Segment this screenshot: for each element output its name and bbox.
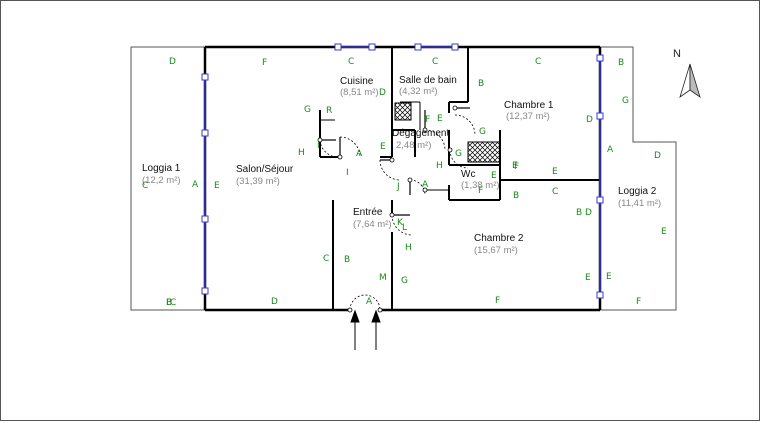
wall-letter: E — [661, 227, 667, 237]
wall-letter: C — [323, 254, 329, 264]
wall-letter: D — [654, 151, 661, 161]
wall-letter: H — [298, 148, 305, 158]
wall-letter: D — [169, 57, 176, 67]
room-area-chambre-1: (12,37 m²) — [506, 111, 550, 122]
room-name-wc: Wc — [461, 169, 475, 180]
wall-letter: D — [585, 208, 592, 218]
hinge-dots — [317, 105, 458, 313]
wall-letter: G — [622, 96, 629, 106]
wall-letter: F — [425, 115, 430, 125]
wall-letter: A — [607, 145, 614, 155]
room-name-loggia-2: Loggia 2 — [618, 186, 657, 197]
wall-letter: E — [380, 142, 386, 152]
wall-letter: E — [491, 171, 497, 181]
room-area-entree: (7,64 m²) — [353, 219, 392, 230]
room-area-loggia-2: (11,41 m²) — [618, 198, 661, 209]
wall-letter: F — [478, 186, 483, 196]
room-area-chambre-2: (15,67 m²) — [474, 245, 518, 256]
wall-letter: C — [432, 57, 438, 67]
wall-letter: E — [214, 181, 220, 191]
wall-letter: F — [514, 162, 519, 172]
loggia-2-outline — [600, 46, 677, 311]
room-area-degagement: 2,48 m²) — [396, 140, 431, 151]
wall-letter: E — [437, 114, 443, 124]
wall-letter: C — [552, 187, 558, 197]
partition-lines — [320, 101, 448, 191]
wall-letter: B — [618, 58, 624, 68]
wall-letter: A — [422, 180, 429, 190]
wall-letter: M — [379, 273, 387, 283]
wall-letter: I — [346, 168, 349, 178]
entry-arrows — [350, 309, 381, 350]
wall-letter: G — [455, 149, 462, 159]
wall-letter: C — [170, 298, 176, 308]
wall-letter: L — [402, 223, 407, 233]
wall-reference-letters: D F C D B C B C G R I E F G E H A G I H … — [142, 57, 667, 308]
wall-letter: E — [552, 167, 558, 177]
windows — [201, 43, 604, 299]
wall-letter: G — [479, 127, 486, 137]
duct-shaft-bathroom — [394, 102, 412, 121]
north-arrow — [679, 63, 701, 98]
wall-letter: C — [535, 57, 541, 67]
wall-letter: B — [166, 298, 172, 308]
wall-letter: C — [142, 181, 148, 191]
room-name-salon: Salon/Séjour — [236, 164, 294, 175]
wall-letter: E — [606, 272, 612, 282]
door-leaves — [320, 107, 470, 216]
wall-letter: B — [576, 208, 582, 218]
room-area-salle-de-bain: (4,32 m²) — [399, 86, 438, 97]
wall-letter: E — [512, 161, 518, 171]
room-area-wc: (1,38 m²) — [461, 180, 500, 191]
wall-letter: A — [356, 149, 363, 159]
room-name-chambre-2: Chambre 2 — [474, 233, 524, 244]
wall-letter: B — [166, 298, 172, 308]
door-swings — [319, 114, 476, 311]
duct-shaft-wc — [467, 141, 501, 163]
wall-letter: B — [513, 191, 519, 201]
wall-letter: D — [271, 297, 278, 307]
room-name-entree: Entrée — [353, 207, 383, 218]
room-name-chambre-1: Chambre 1 — [504, 100, 554, 111]
wall-letter: D — [379, 88, 386, 98]
room-name-salle-de-bain: Salle de bain — [399, 75, 457, 86]
wall-letter: A — [192, 180, 199, 190]
wall-letter: K — [397, 218, 404, 228]
loggia-1-outline — [130, 46, 205, 311]
room-name-cuisine: Cuisine — [340, 76, 374, 87]
wall-letter: H — [405, 243, 412, 253]
wall-letter: J — [396, 182, 400, 192]
wall-letter: F — [495, 296, 500, 306]
room-name-degagement: Dégagement — [392, 128, 449, 139]
wall-letter: C — [348, 57, 354, 67]
wall-letter: F — [636, 297, 641, 307]
wall-letter: B — [478, 79, 484, 89]
wall-letter: B — [344, 255, 350, 265]
north-label: N — [673, 48, 681, 60]
wall-letter: A — [366, 297, 373, 307]
wall-letter: G — [304, 105, 311, 115]
wall-letter: R — [326, 106, 332, 116]
room-area-cuisine: (8,51 m²) — [340, 87, 379, 98]
wall-letter: E — [585, 273, 591, 283]
room-name-loggia-1: Loggia 1 — [142, 163, 181, 174]
room-area-salon: (31,39 m²) — [236, 176, 280, 187]
wall-letter: H — [436, 161, 443, 171]
room-area-loggia-1: (12,2 m²) — [142, 175, 181, 186]
wall-letter: D — [586, 115, 593, 125]
wall-letter: I — [317, 141, 320, 151]
wall-letter: G — [401, 276, 408, 286]
wall-letter: F — [262, 58, 267, 68]
